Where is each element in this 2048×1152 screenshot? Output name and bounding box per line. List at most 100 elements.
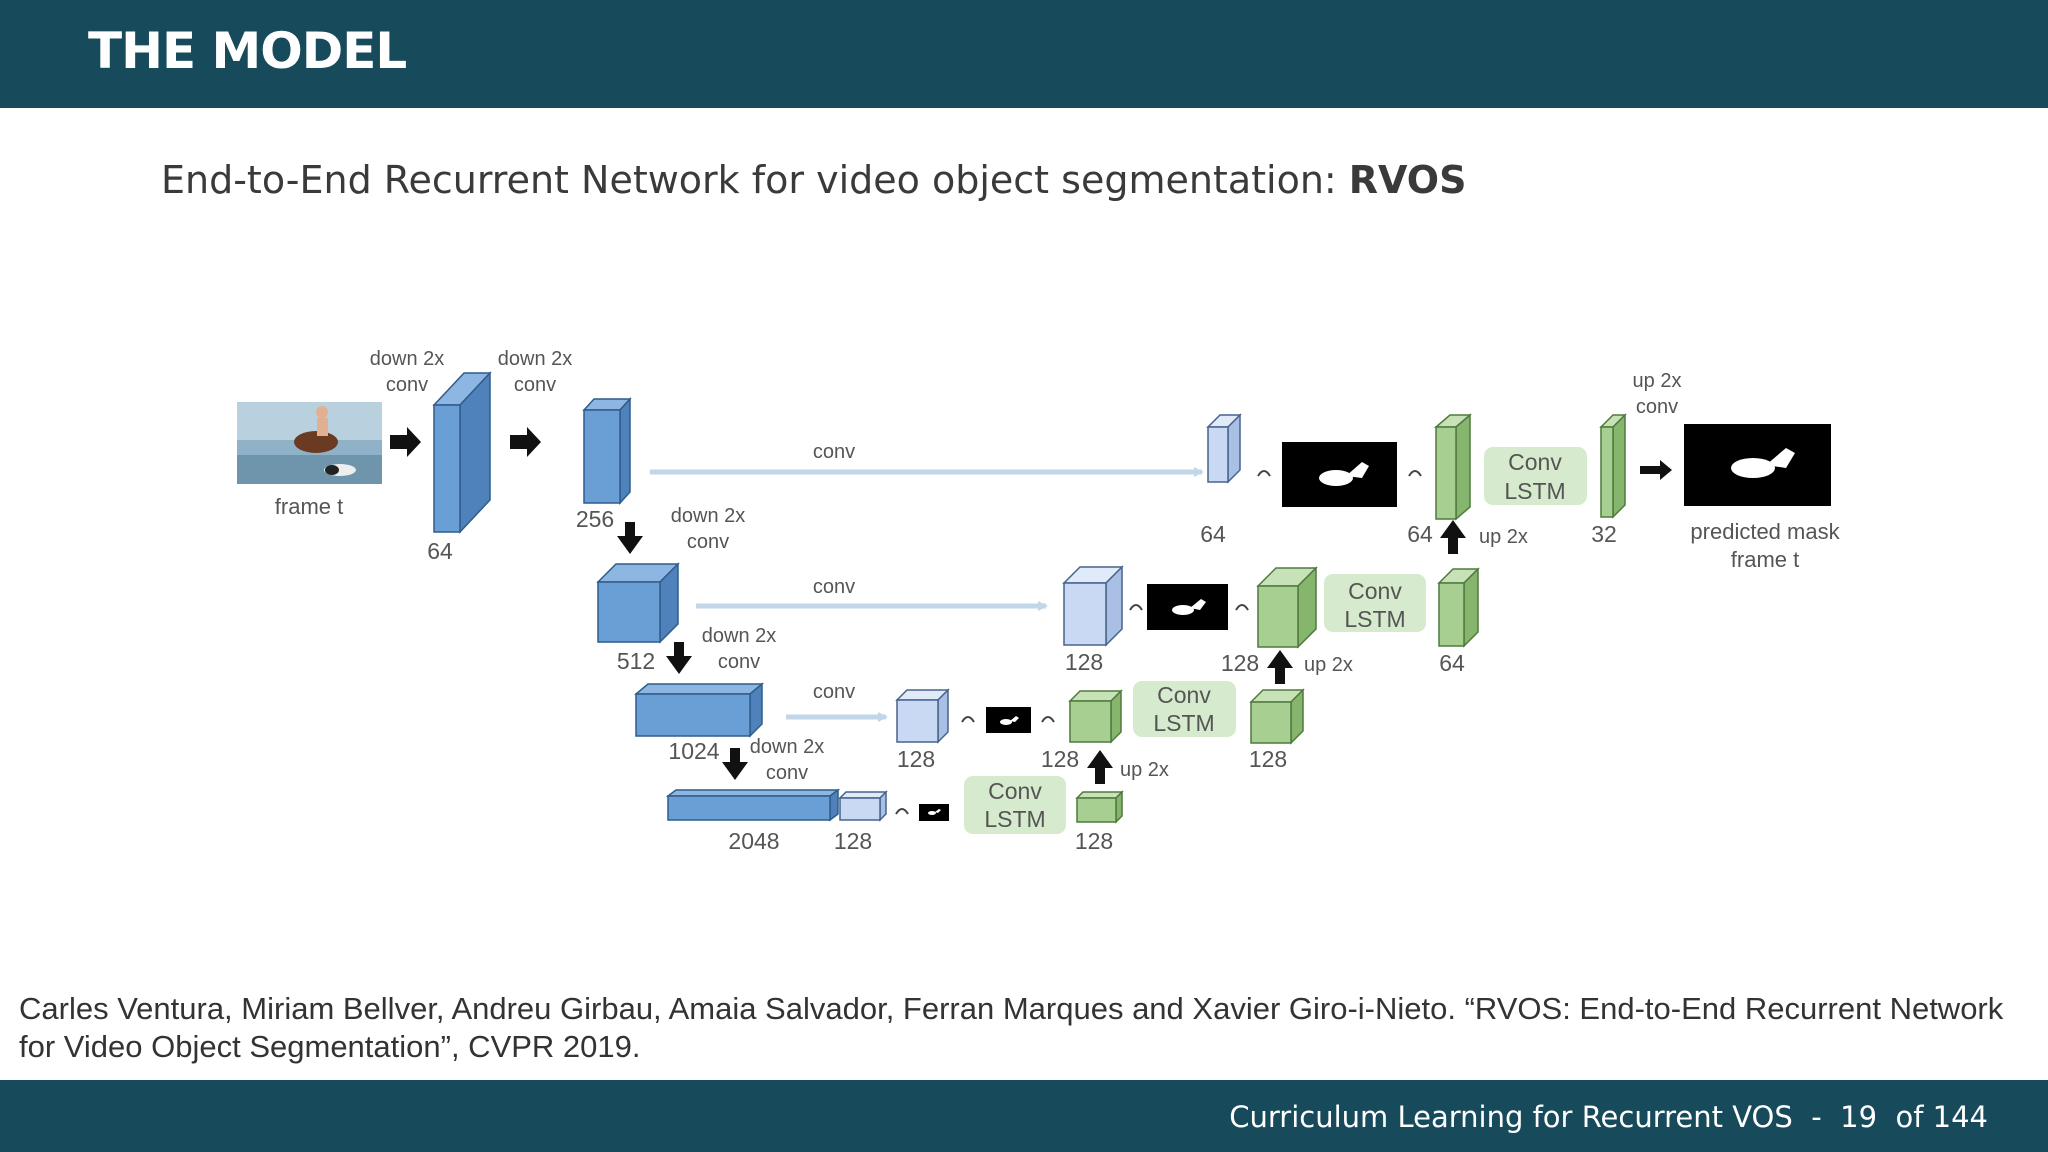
svg-text:128: 128: [834, 828, 872, 854]
footer-bar: Curriculum Learning for Recurrent VOS - …: [0, 1080, 2048, 1152]
header-bar: THE MODEL: [0, 0, 2048, 108]
svg-text:LSTM: LSTM: [1504, 478, 1565, 504]
svg-text:Conv: Conv: [988, 778, 1042, 804]
svg-text:conv: conv: [766, 762, 808, 784]
encoder-block-2048: [665, 788, 841, 822]
subtitle-bold: RVOS: [1348, 158, 1467, 202]
conv-lstm-box-level2: Conv LSTM: [1324, 574, 1426, 632]
svg-text:256: 256: [576, 506, 614, 532]
svg-text:down 2x: down 2x: [750, 736, 825, 758]
mask-image-top: [1282, 442, 1397, 507]
conv-label: conv: [813, 441, 855, 463]
input-frame-image: [237, 402, 382, 484]
svg-text:up 2x: up 2x: [1633, 370, 1682, 392]
concat-symbol: [1041, 716, 1055, 723]
up-arrow-icon: [1267, 650, 1293, 684]
subtitle-text: End-to-End Recurrent Network for video o…: [161, 158, 1349, 202]
conv-lstm-box-top: Conv LSTM: [1484, 447, 1587, 505]
decoder-block-128-bottom: [1075, 790, 1124, 824]
decoder-block-128-level2: [1256, 566, 1318, 649]
frame-caption: frame t: [275, 494, 343, 519]
slide-subtitle: End-to-End Recurrent Network for video o…: [161, 158, 1466, 202]
svg-text:conv: conv: [718, 651, 760, 673]
svg-text:down 2x: down 2x: [671, 505, 746, 527]
svg-text:64: 64: [1439, 650, 1465, 676]
up-arrow-icon: [1440, 520, 1466, 554]
footer-text: Curriculum Learning for Recurrent VOS - …: [1229, 1100, 1988, 1134]
svg-text:down 2x: down 2x: [370, 348, 445, 370]
footer-separator: -: [1811, 1100, 1822, 1134]
down-arrow-icon: [722, 748, 748, 780]
mask-image-bottom: [919, 804, 949, 821]
predicted-mask-image: [1684, 424, 1831, 506]
skip-block-64-top: [1206, 413, 1242, 484]
conv-lstm-box-bottom: Conv LSTM: [964, 776, 1066, 834]
footer-title: Curriculum Learning for Recurrent VOS: [1229, 1100, 1793, 1134]
up-label: up 2x: [1120, 759, 1169, 781]
page-total: of 144: [1895, 1100, 1988, 1134]
predicted-mask-caption: predicted mask: [1690, 519, 1840, 544]
decoder-block-128-level3: [1068, 689, 1123, 744]
svg-text:128: 128: [1221, 650, 1259, 676]
svg-text:2048: 2048: [728, 828, 779, 854]
mask-image-level3: [986, 707, 1031, 733]
decoder-block-64-top: [1433, 413, 1473, 521]
concat-symbol: [961, 716, 975, 723]
svg-text:32: 32: [1591, 521, 1617, 547]
forward-arrow-icon: [510, 427, 541, 457]
skip-block-128-level3: [895, 688, 950, 744]
svg-text:128: 128: [1075, 828, 1113, 854]
forward-arrow-icon: [390, 427, 421, 457]
svg-text:conv: conv: [514, 374, 556, 396]
svg-text:Conv: Conv: [1157, 682, 1211, 708]
predicted-mask-caption: frame t: [1731, 547, 1799, 572]
down-arrow-icon: [617, 522, 643, 554]
svg-text:128: 128: [1249, 746, 1287, 772]
svg-text:128: 128: [897, 746, 935, 772]
conv-label: conv: [813, 576, 855, 598]
svg-text:LSTM: LSTM: [984, 806, 1045, 832]
skip-block-128-level2: [1062, 565, 1124, 647]
decoder-block-32: [1599, 413, 1627, 519]
conv-lstm-box-level3: Conv LSTM: [1133, 681, 1236, 737]
svg-text:512: 512: [617, 648, 655, 674]
encoder-block-256: [582, 397, 632, 505]
citation-text: Carles Ventura, Miriam Bellver, Andreu G…: [19, 991, 2004, 1064]
decoder-block-128-level3b: [1249, 688, 1305, 745]
page-number: 19: [1840, 1100, 1878, 1134]
concat-symbol: [1235, 604, 1249, 611]
mask-image-level2: [1147, 584, 1228, 630]
svg-text:down 2x: down 2x: [702, 625, 777, 647]
concat-symbol: [895, 808, 909, 815]
svg-text:Conv: Conv: [1348, 578, 1402, 604]
conv-label: conv: [813, 681, 855, 703]
svg-text:down 2x: down 2x: [498, 348, 573, 370]
up-label: up 2x: [1304, 654, 1353, 676]
svg-text:128: 128: [1041, 746, 1079, 772]
concat-symbol: [1408, 470, 1422, 477]
decoder-block-64-level2: [1437, 567, 1480, 648]
concat-symbol: [1129, 604, 1143, 611]
svg-text:128: 128: [1065, 649, 1103, 675]
up-label: up 2x: [1479, 526, 1528, 548]
svg-text:LSTM: LSTM: [1344, 606, 1405, 632]
svg-text:conv: conv: [1636, 396, 1678, 418]
svg-text:Conv: Conv: [1508, 449, 1562, 475]
output-arrow-icon: [1640, 460, 1672, 480]
svg-text:conv: conv: [687, 531, 729, 553]
encoder-block-64: [432, 371, 492, 534]
skip-block-128-bottom: [838, 790, 888, 822]
down-arrow-icon: [666, 642, 692, 674]
svg-text:64: 64: [427, 538, 453, 564]
svg-text:LSTM: LSTM: [1153, 710, 1214, 736]
encoder-block-1024: [633, 682, 765, 738]
svg-text:conv: conv: [386, 374, 428, 396]
concat-symbol: [1257, 470, 1271, 477]
svg-text:1024: 1024: [668, 738, 719, 764]
svg-text:64: 64: [1200, 521, 1226, 547]
encoder-block-512: [596, 562, 680, 644]
svg-text:64: 64: [1407, 521, 1433, 547]
up-arrow-icon: [1087, 750, 1113, 784]
page-title: THE MODEL: [88, 22, 407, 80]
